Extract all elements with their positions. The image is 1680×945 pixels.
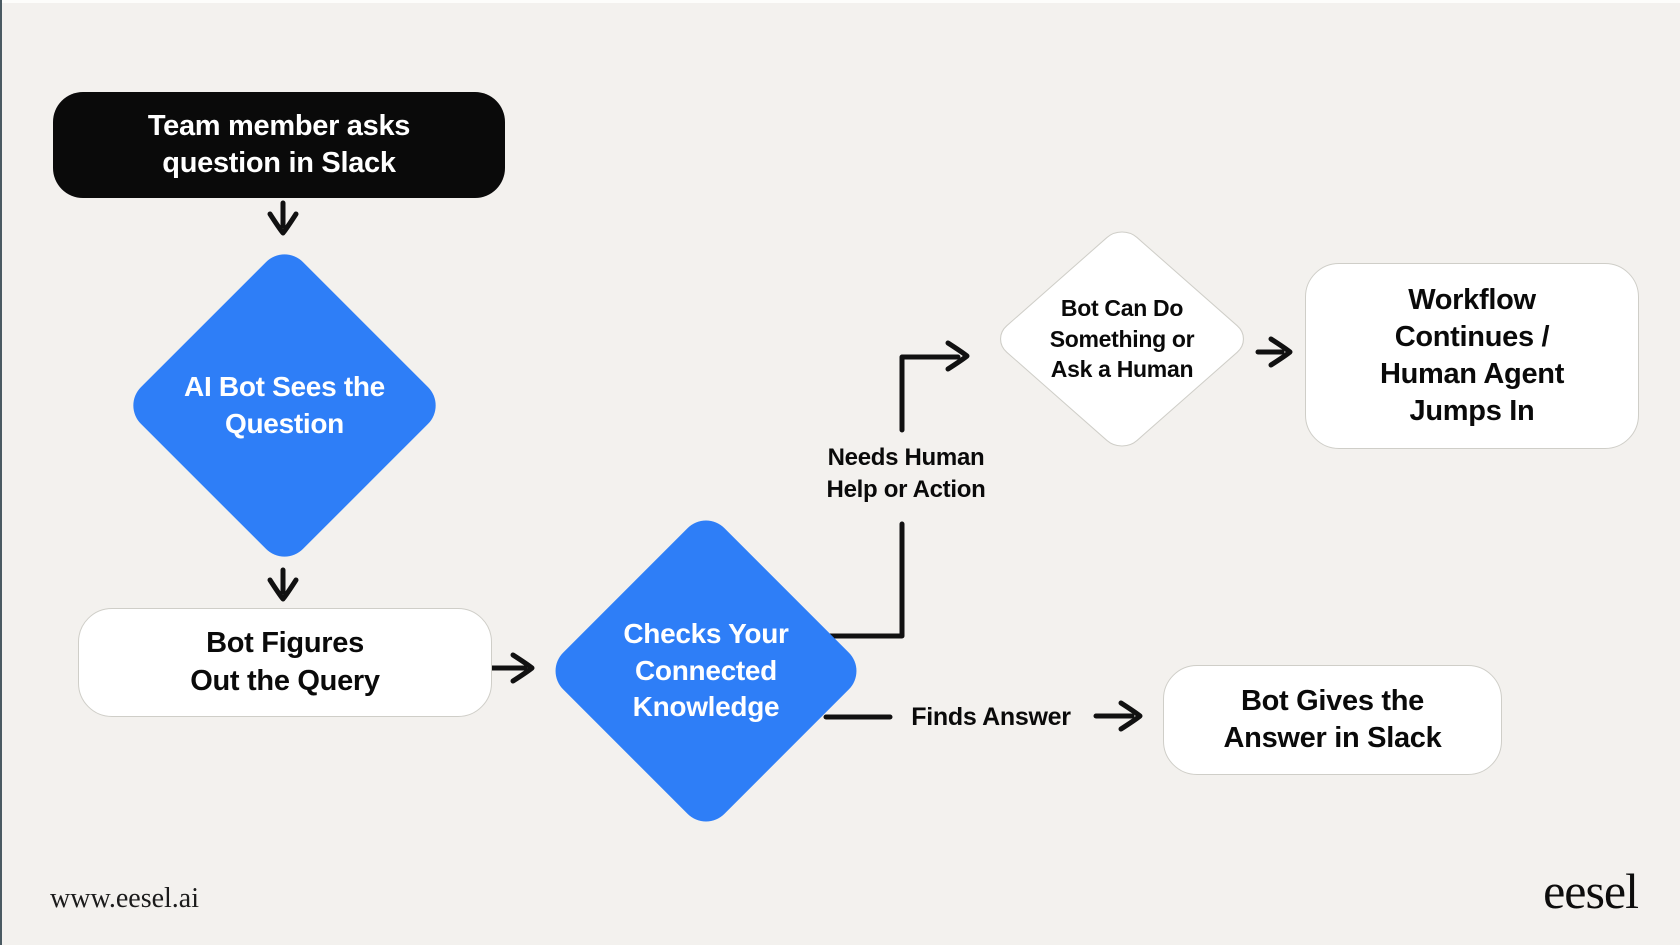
node-team-member-asks-label: Team member asks question in Slack <box>147 109 411 179</box>
node-bot-can-do: Bot Can Do Something or Ask a Human <box>990 223 1254 455</box>
website-url: www.eesel.ai <box>50 883 200 914</box>
node-workflow-continues-label: Workflow Continues / Human Agent Jumps I… <box>1379 283 1565 428</box>
edge-label-needs-human: Needs Human Help or Action <box>826 444 986 503</box>
node-workflow-continues: Workflow Continues / Human Agent Jumps I… <box>1305 263 1639 449</box>
top-edge-strip <box>0 0 1680 3</box>
node-gives-answer: Bot Gives the Answer in Slack <box>1163 665 1502 775</box>
node-checks-knowledge: Checks Your Connected Knowledge <box>544 509 868 833</box>
edge-label-finds-answer: Finds Answer <box>911 703 1071 731</box>
node-bot-figures-query: Bot Figures Out the Query <box>78 608 492 717</box>
eesel-logo: eesel <box>1543 863 1639 919</box>
node-ai-bot-sees-question: AI Bot Sees the Question <box>122 243 447 568</box>
node-ai-bot-sees-question-label: AI Bot Sees the Question <box>184 371 385 439</box>
node-bot-can-do-label: Bot Can Do Something or Ask a Human <box>1049 295 1195 383</box>
node-checks-knowledge-label: Checks Your Connected Knowledge <box>623 618 789 723</box>
node-bot-figures-query-label: Bot Figures Out the Query <box>190 627 380 697</box>
node-team-member-asks: Team member asks question in Slack <box>53 92 505 198</box>
node-gives-answer-label: Bot Gives the Answer in Slack <box>1223 684 1442 754</box>
left-edge-accent <box>0 0 2 945</box>
